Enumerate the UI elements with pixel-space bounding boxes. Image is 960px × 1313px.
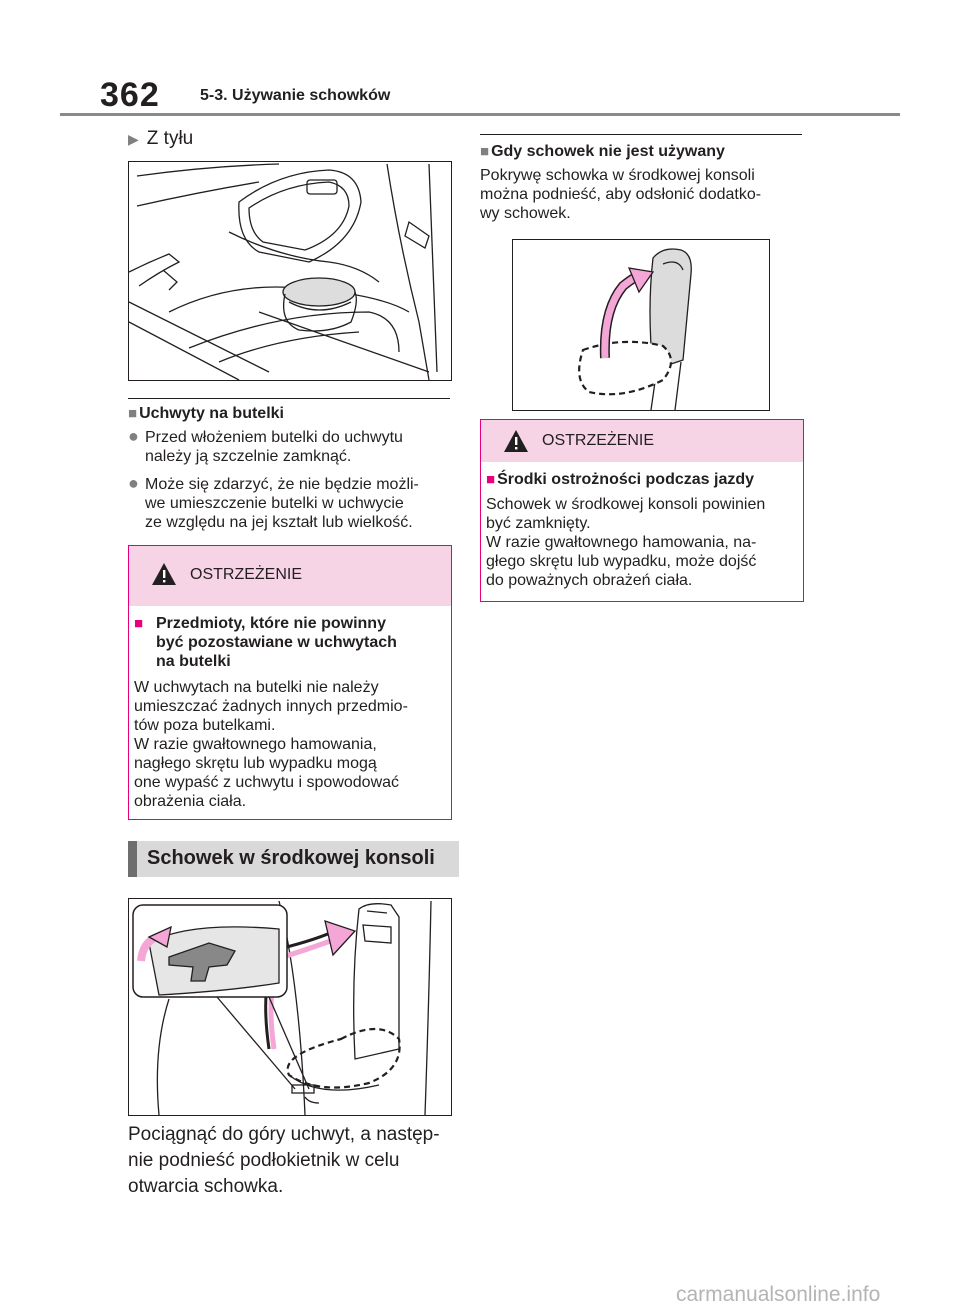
bullet-line: we umieszczenie butelki w uchwycie xyxy=(145,495,404,512)
warning-subheading-row: ■Środki ostrożności podczas jazdy xyxy=(486,470,803,489)
unused-body: Pokrywę schowka w środkowej konsoli możn… xyxy=(480,166,761,223)
warning-triangle-icon xyxy=(152,563,176,585)
rear-door-illustration xyxy=(128,161,452,381)
warning-subheading: ■ Przedmioty, które nie powinny być pozo… xyxy=(134,614,451,671)
body-line: głego skrętu lub wypadku, może dojść xyxy=(486,553,757,570)
console-instruction: Pociągnąć do góry uchwyt, a następ- nie … xyxy=(128,1122,440,1200)
warning-body: Schowek w środkowej konsoli powinien być… xyxy=(486,495,803,590)
body-line: obrażenia ciała. xyxy=(134,793,247,810)
instruction-line: Pociągnąć do góry uchwyt, a następ- xyxy=(128,1124,440,1145)
console-lid-illustration xyxy=(512,239,770,411)
unused-heading: Gdy schowek nie jest używany xyxy=(491,143,725,160)
section-rule xyxy=(480,134,802,135)
body-line: W uchwytach na butelki nie należy xyxy=(134,679,379,696)
console-heading-text: Schowek w środkowej konsoli xyxy=(147,847,435,869)
warning-title: OSTRZEŻENIE xyxy=(190,566,303,583)
subheading-line: być pozostawiane w uchwytach xyxy=(156,634,397,651)
body-line: wy schowek. xyxy=(480,205,571,222)
triangle-marker-icon: ▶ xyxy=(128,131,139,147)
warning-body: W uchwytach na butelki nie należy umiesz… xyxy=(134,678,451,811)
bottle-holders-heading-row: ■Uchwyty na butelki xyxy=(128,404,284,423)
bottle-holders-bullets: ● Przed włożeniem butelki do uchwytu nal… xyxy=(128,426,450,532)
body-line: W razie gwałtownego hamowania, na- xyxy=(486,534,757,551)
rear-label: Z tyłu xyxy=(146,128,194,149)
subheading-line: na butelki xyxy=(156,653,231,670)
round-bullet-icon: ● xyxy=(128,473,139,493)
section-title: 5-3. Używanie schowków xyxy=(200,87,391,104)
warning-box: OSTRZEŻENIE ■ Przedmioty, które nie powi… xyxy=(128,545,452,820)
warning-triangle-icon xyxy=(504,430,528,452)
bullet-line: Może się zdarzyć, że nie będzie możli- xyxy=(145,476,419,493)
warning-box: OSTRZEŻENIE ■Środki ostrożności podczas … xyxy=(480,419,804,602)
body-line: być zamknięty. xyxy=(486,515,591,532)
warning-title: OSTRZEŻENIE xyxy=(542,432,655,449)
square-bullet-icon: ■ xyxy=(134,615,144,632)
warning-header: OSTRZEŻENIE xyxy=(481,420,803,462)
body-line: Schowek w środkowej konsoli powinien xyxy=(486,496,766,513)
page-number: 362 xyxy=(100,76,160,114)
warning-subheading: Środki ostrożności podczas jazdy xyxy=(497,471,755,488)
body-line: można podnieść, aby odsłonić dodatko- xyxy=(480,186,762,203)
square-bullet-icon: ■ xyxy=(480,143,490,160)
header-rule xyxy=(60,113,900,116)
rear-label-row: ▶ Z tyłu xyxy=(128,128,193,150)
console-section-heading: Schowek w środkowej konsoli xyxy=(128,841,459,877)
body-line: tów poza butelkami. xyxy=(134,717,276,734)
bottle-holders-heading: Uchwyty na butelki xyxy=(139,405,284,422)
section-rule xyxy=(128,398,450,399)
body-line: W razie gwałtownego hamowania, xyxy=(134,736,377,753)
console-illustration xyxy=(128,898,452,1116)
body-line: umieszczać żadnych innych przedmio- xyxy=(134,698,408,715)
bullet-line: ze względu na jej kształt lub wielkość. xyxy=(145,514,413,531)
bullet-item: ● Może się zdarzyć, że nie będzie możli-… xyxy=(128,473,450,532)
bullet-item: ● Przed włożeniem butelki do uchwytu nal… xyxy=(128,426,450,466)
body-line: Pokrywę schowka w środkowej konsoli xyxy=(480,167,755,184)
square-bullet-icon: ■ xyxy=(486,471,496,488)
watermark: carmanualsonline.info xyxy=(676,1283,881,1306)
instruction-line: otwarcia schowka. xyxy=(128,1176,284,1197)
body-line: nagłego skrętu lub wypadku mogą xyxy=(134,755,377,772)
bullet-line: należy ją szczelnie zamknąć. xyxy=(145,448,352,465)
body-line: do poważnych obrażeń ciała. xyxy=(486,572,693,589)
subheading-line: Przedmioty, które nie powinny xyxy=(156,615,386,632)
body-line: one wypaść z uchwytu i spowodować xyxy=(134,774,400,791)
warning-header: OSTRZEŻENIE xyxy=(129,546,451,606)
square-bullet-icon: ■ xyxy=(128,405,138,422)
bullet-line: Przed włożeniem butelki do uchwytu xyxy=(145,429,403,446)
round-bullet-icon: ● xyxy=(128,426,139,446)
unused-heading-row: ■Gdy schowek nie jest używany xyxy=(480,142,725,161)
instruction-line: nie podnieść podłokietnik w celu xyxy=(128,1150,400,1171)
